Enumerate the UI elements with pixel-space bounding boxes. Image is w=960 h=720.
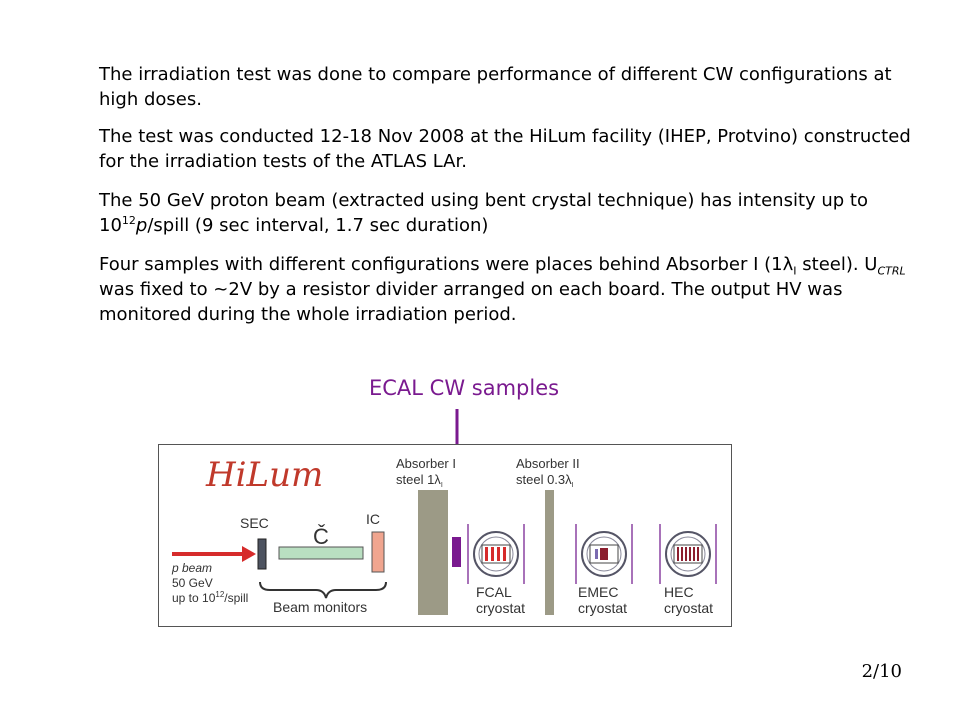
p4-sub-ctrl: CTRL (877, 264, 906, 278)
hilum-facility-diagram: HiLum p beam 50 GeV up to 1012/spill SEC… (158, 444, 732, 627)
absorber1-material: steel 1λI (396, 472, 443, 489)
absorber2-material-text: steel 0.3λ (516, 472, 572, 487)
fcal-name: FCAL (476, 584, 512, 600)
p3-text-a: The 50 GeV proton beam (extracted using … (99, 190, 868, 236)
cherenkov-label: Č (313, 524, 329, 549)
beam-line-3: up to 10 (172, 591, 216, 605)
fcal-cryostat (467, 524, 525, 584)
paragraph-samples: Four samples with different configuratio… (99, 252, 919, 327)
beam-label: p beam 50 GeV up to 1012/spill (171, 561, 248, 605)
paragraph-irradiation-purpose: The irradiation test was done to compare… (99, 64, 892, 110)
emec-name: EMEC (578, 584, 618, 600)
paragraph-proton-beam: The 50 GeV proton beam (extracted using … (99, 188, 919, 238)
paragraph-test-dates: The test was conducted 12-18 Nov 2008 at… (99, 126, 911, 172)
p4-sub-lambda: I (793, 264, 797, 278)
absorber2-material-sub: I (572, 482, 574, 489)
p4-text-c: was fixed to ~2V by a resistor divider a… (99, 279, 843, 325)
hec-cryostat-text: cryostat (664, 600, 713, 616)
absorber1-label: Absorber I (396, 456, 456, 471)
page-number: 2/10 (861, 661, 902, 682)
hec-name: HEC (664, 584, 694, 600)
p3-text-p: p (135, 215, 148, 236)
cherenkov-detector (278, 546, 364, 560)
absorber1-material-text: steel 1λ (396, 472, 441, 487)
fcal-label: FCAL cryostat (476, 584, 525, 616)
beam-line-4: /spill (224, 591, 248, 605)
beam-line-sup: 12 (215, 590, 224, 599)
emec-cryostat (575, 524, 633, 584)
p4-text-b: steel). U (796, 254, 878, 275)
absorber2-label: Absorber II (516, 456, 580, 471)
absorber2-block (545, 490, 554, 615)
hec-label: HEC cryostat (664, 584, 713, 616)
p3-sup: 12 (121, 214, 136, 227)
sec-label: SEC (240, 515, 269, 531)
emec-label: EMEC cryostat (578, 584, 627, 616)
emec-cryostat-text: cryostat (578, 600, 627, 616)
beam-line-2: 50 GeV (172, 576, 213, 590)
ecal-cw-sample-block (452, 537, 461, 567)
p3-text-b: /spill (9 sec interval, 1.7 sec duration… (147, 215, 489, 236)
ic-label: IC (366, 511, 380, 527)
hilum-logo: HiLum (205, 455, 323, 495)
absorber1-material-sub: I (441, 482, 443, 489)
p4-text-a: Four samples with different configuratio… (99, 254, 794, 275)
beam-arrow-icon (242, 546, 256, 562)
beam-monitors-label: Beam monitors (273, 599, 367, 615)
fcal-cryostat-text: cryostat (476, 600, 525, 616)
beam-line-1: p beam (171, 561, 212, 575)
absorber2-material: steel 0.3λI (516, 472, 574, 489)
ic-detector (371, 531, 385, 573)
beam-monitors-brace (259, 581, 387, 599)
ecal-cw-samples-caption: ECAL CW samples (369, 376, 560, 400)
sec-detector (257, 538, 267, 570)
hec-cryostat (659, 524, 717, 584)
absorber1-block (418, 490, 448, 615)
